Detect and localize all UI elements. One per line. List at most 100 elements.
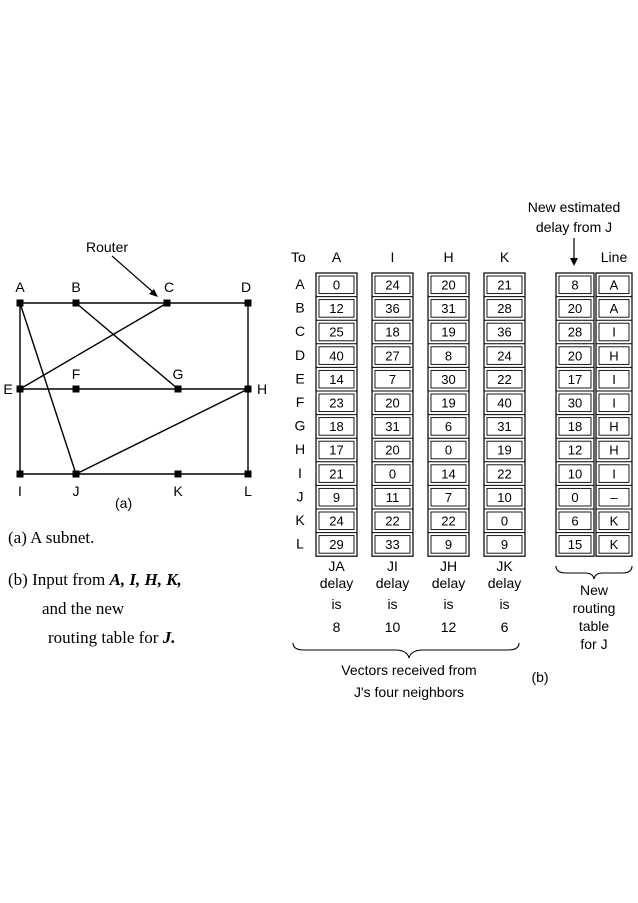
- router-d: [244, 299, 252, 307]
- vector-a-column-cell: 14: [329, 372, 343, 387]
- vector-h-column-cell-box: [430, 464, 467, 483]
- new-routing-label-line1: New: [580, 582, 609, 598]
- vector-i-column-cell: 7: [389, 372, 396, 387]
- vector-h-column-cell-box: [430, 346, 467, 365]
- vector-k-column-cell: 19: [497, 443, 511, 458]
- vector-h-delay-note: delay: [432, 575, 465, 591]
- router-h: [244, 385, 252, 393]
- vector-h-delay-note: is: [443, 596, 453, 612]
- vector-k-column-cell: 24: [497, 348, 511, 363]
- neighbor-vector-tables: A0122540142318172192429JAdelayis8I243618…: [315, 249, 526, 635]
- vector-h-column-cell: 22: [441, 514, 455, 529]
- vector-h-column-cell: 19: [441, 325, 455, 340]
- new-line-column-cell-box: [598, 464, 630, 483]
- new-line-column-cell-box: [598, 299, 630, 318]
- vector-k-column-cell-box: [486, 440, 523, 460]
- vector-h-column-cell-box: [430, 511, 467, 531]
- new-line-column-cell: K: [610, 537, 619, 552]
- new-line-column-cell: I: [612, 325, 616, 340]
- link-a-j: [19, 302, 77, 475]
- router-pointer-line: [111, 255, 154, 293]
- vector-a-column-cell: 24: [329, 514, 343, 529]
- row-label-j: J: [297, 488, 304, 504]
- vectors-received-line2: J's four neighbors: [354, 684, 464, 700]
- row-label-f: F: [296, 394, 305, 410]
- vector-a-column-cell: 9: [333, 490, 340, 505]
- caption-b-prefix: (b) Input from: [8, 570, 110, 589]
- vector-i-delay-note: is: [387, 596, 397, 612]
- vector-a-column-cell: 23: [329, 396, 343, 411]
- router-i: [16, 470, 24, 478]
- vector-k-delay-note: JK: [496, 558, 513, 574]
- new-delay-column-cell-box: [558, 299, 592, 318]
- vector-i-column-cell-box: [374, 346, 411, 365]
- vector-a-column-cell-box: [318, 393, 355, 413]
- vector-i-column-cell-box: [374, 511, 411, 531]
- router-g: [174, 385, 182, 393]
- new-line-column-cell-box: [598, 275, 630, 295]
- vector-i-column-cell: 0: [389, 466, 396, 481]
- new-delay-column-cell-box: [558, 346, 592, 365]
- router-k: [174, 470, 182, 478]
- vector-k-delay-note: is: [499, 596, 509, 612]
- vector-a-delay-note: 8: [333, 619, 341, 635]
- vector-h-column-cell: 30: [441, 372, 455, 387]
- new-delay-column-cell-box: [558, 535, 592, 554]
- new-line-column-cell: I: [612, 372, 616, 387]
- new-delay-column-cell-box: [558, 275, 592, 295]
- vector-a-column-cell-box: [318, 299, 355, 318]
- new-delay-column-cell: 30: [568, 396, 582, 411]
- new-line-column-cell-box: [598, 440, 630, 460]
- vector-h-delay-note: 12: [441, 619, 457, 635]
- new-routing-label-line4: for J: [580, 636, 607, 652]
- vector-h-column-cell: 14: [441, 466, 455, 481]
- router-label: Router: [86, 239, 128, 255]
- vector-a-column-cell-box: [318, 275, 355, 295]
- new-delay-column-cell: 10: [568, 466, 582, 481]
- vector-k-column-cell: 31: [497, 419, 511, 434]
- new-delay-column-cell-box: [558, 417, 592, 436]
- vector-a-column-cell-box: [318, 417, 355, 436]
- vector-k-column-cell-box: [486, 346, 523, 365]
- vector-k-column-cell-box: [486, 299, 523, 318]
- new-line-column-cell: H: [609, 419, 618, 434]
- vector-k-column-cell: 21: [497, 278, 511, 293]
- vector-i-column-cell-box: [374, 299, 411, 318]
- new-line-column-cell: A: [610, 301, 619, 316]
- row-label-h: H: [295, 441, 305, 457]
- vector-a-column-cell-box: [318, 322, 355, 342]
- vector-a-delay-note: JA: [328, 558, 345, 574]
- vector-a-column-cell-box: [318, 487, 355, 507]
- row-label-b: B: [295, 300, 304, 316]
- vector-h-column-cell-box: [430, 322, 467, 342]
- new-delay-column-cell: 6: [571, 514, 578, 529]
- new-delay-column-cell-box: [558, 369, 592, 389]
- new-delay-column-cell: 15: [568, 537, 582, 552]
- vector-i-column-cell: 20: [385, 396, 399, 411]
- router-label-a: A: [15, 279, 25, 295]
- new-line-column-cell-box: [598, 322, 630, 342]
- vector-k-column-cell: 28: [497, 301, 511, 316]
- vector-i-column-cell: 11: [386, 490, 400, 505]
- vector-k-column-cell: 9: [501, 537, 508, 552]
- vector-h-column-cell: 19: [441, 396, 455, 411]
- vector-k-column-cell-box: [486, 487, 523, 507]
- vector-k-column-cell-box: [486, 322, 523, 342]
- new-line-column-cell-box: [598, 535, 630, 554]
- vector-a-column-cell: 25: [329, 325, 343, 340]
- vector-i-delay-note: 10: [385, 619, 401, 635]
- router-label-l: L: [244, 483, 252, 499]
- vector-k-column-cell: 40: [497, 396, 511, 411]
- caption-b-line3-text: routing table for: [48, 628, 163, 647]
- new-delay-column-cell: 12: [568, 443, 582, 458]
- vector-k-column-cell-box: [486, 535, 523, 554]
- new-estimated-arrowhead: [570, 258, 578, 266]
- new-line-column-cell: K: [610, 514, 619, 529]
- subnet-routers: [16, 299, 252, 478]
- vector-a-column-cell-box: [318, 346, 355, 365]
